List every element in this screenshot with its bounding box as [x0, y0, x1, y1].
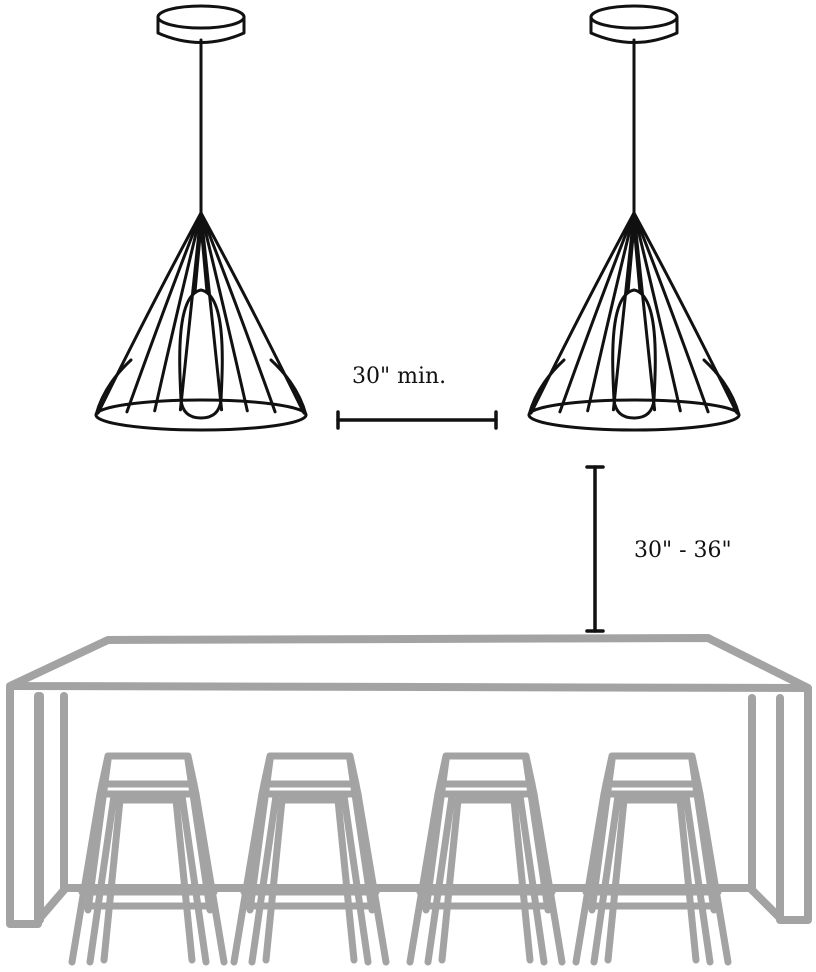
ceiling-canopy [589, 4, 679, 30]
bulb [178, 288, 224, 420]
dimension-lines [336, 410, 605, 633]
kitchen-island [6, 634, 812, 928]
ceiling-canopy [156, 4, 246, 30]
right-pendant [527, 4, 741, 432]
left-pendant [94, 4, 308, 432]
shade-rim [527, 398, 741, 432]
spacing-label: 30" min. [352, 364, 447, 389]
stool-4 [572, 752, 732, 966]
height-label: 30" - 36" [634, 538, 732, 563]
bulb [611, 288, 657, 420]
stool-1 [68, 752, 228, 966]
shade-rim [94, 398, 308, 432]
stool-3 [406, 752, 566, 966]
stool-2 [230, 752, 390, 966]
